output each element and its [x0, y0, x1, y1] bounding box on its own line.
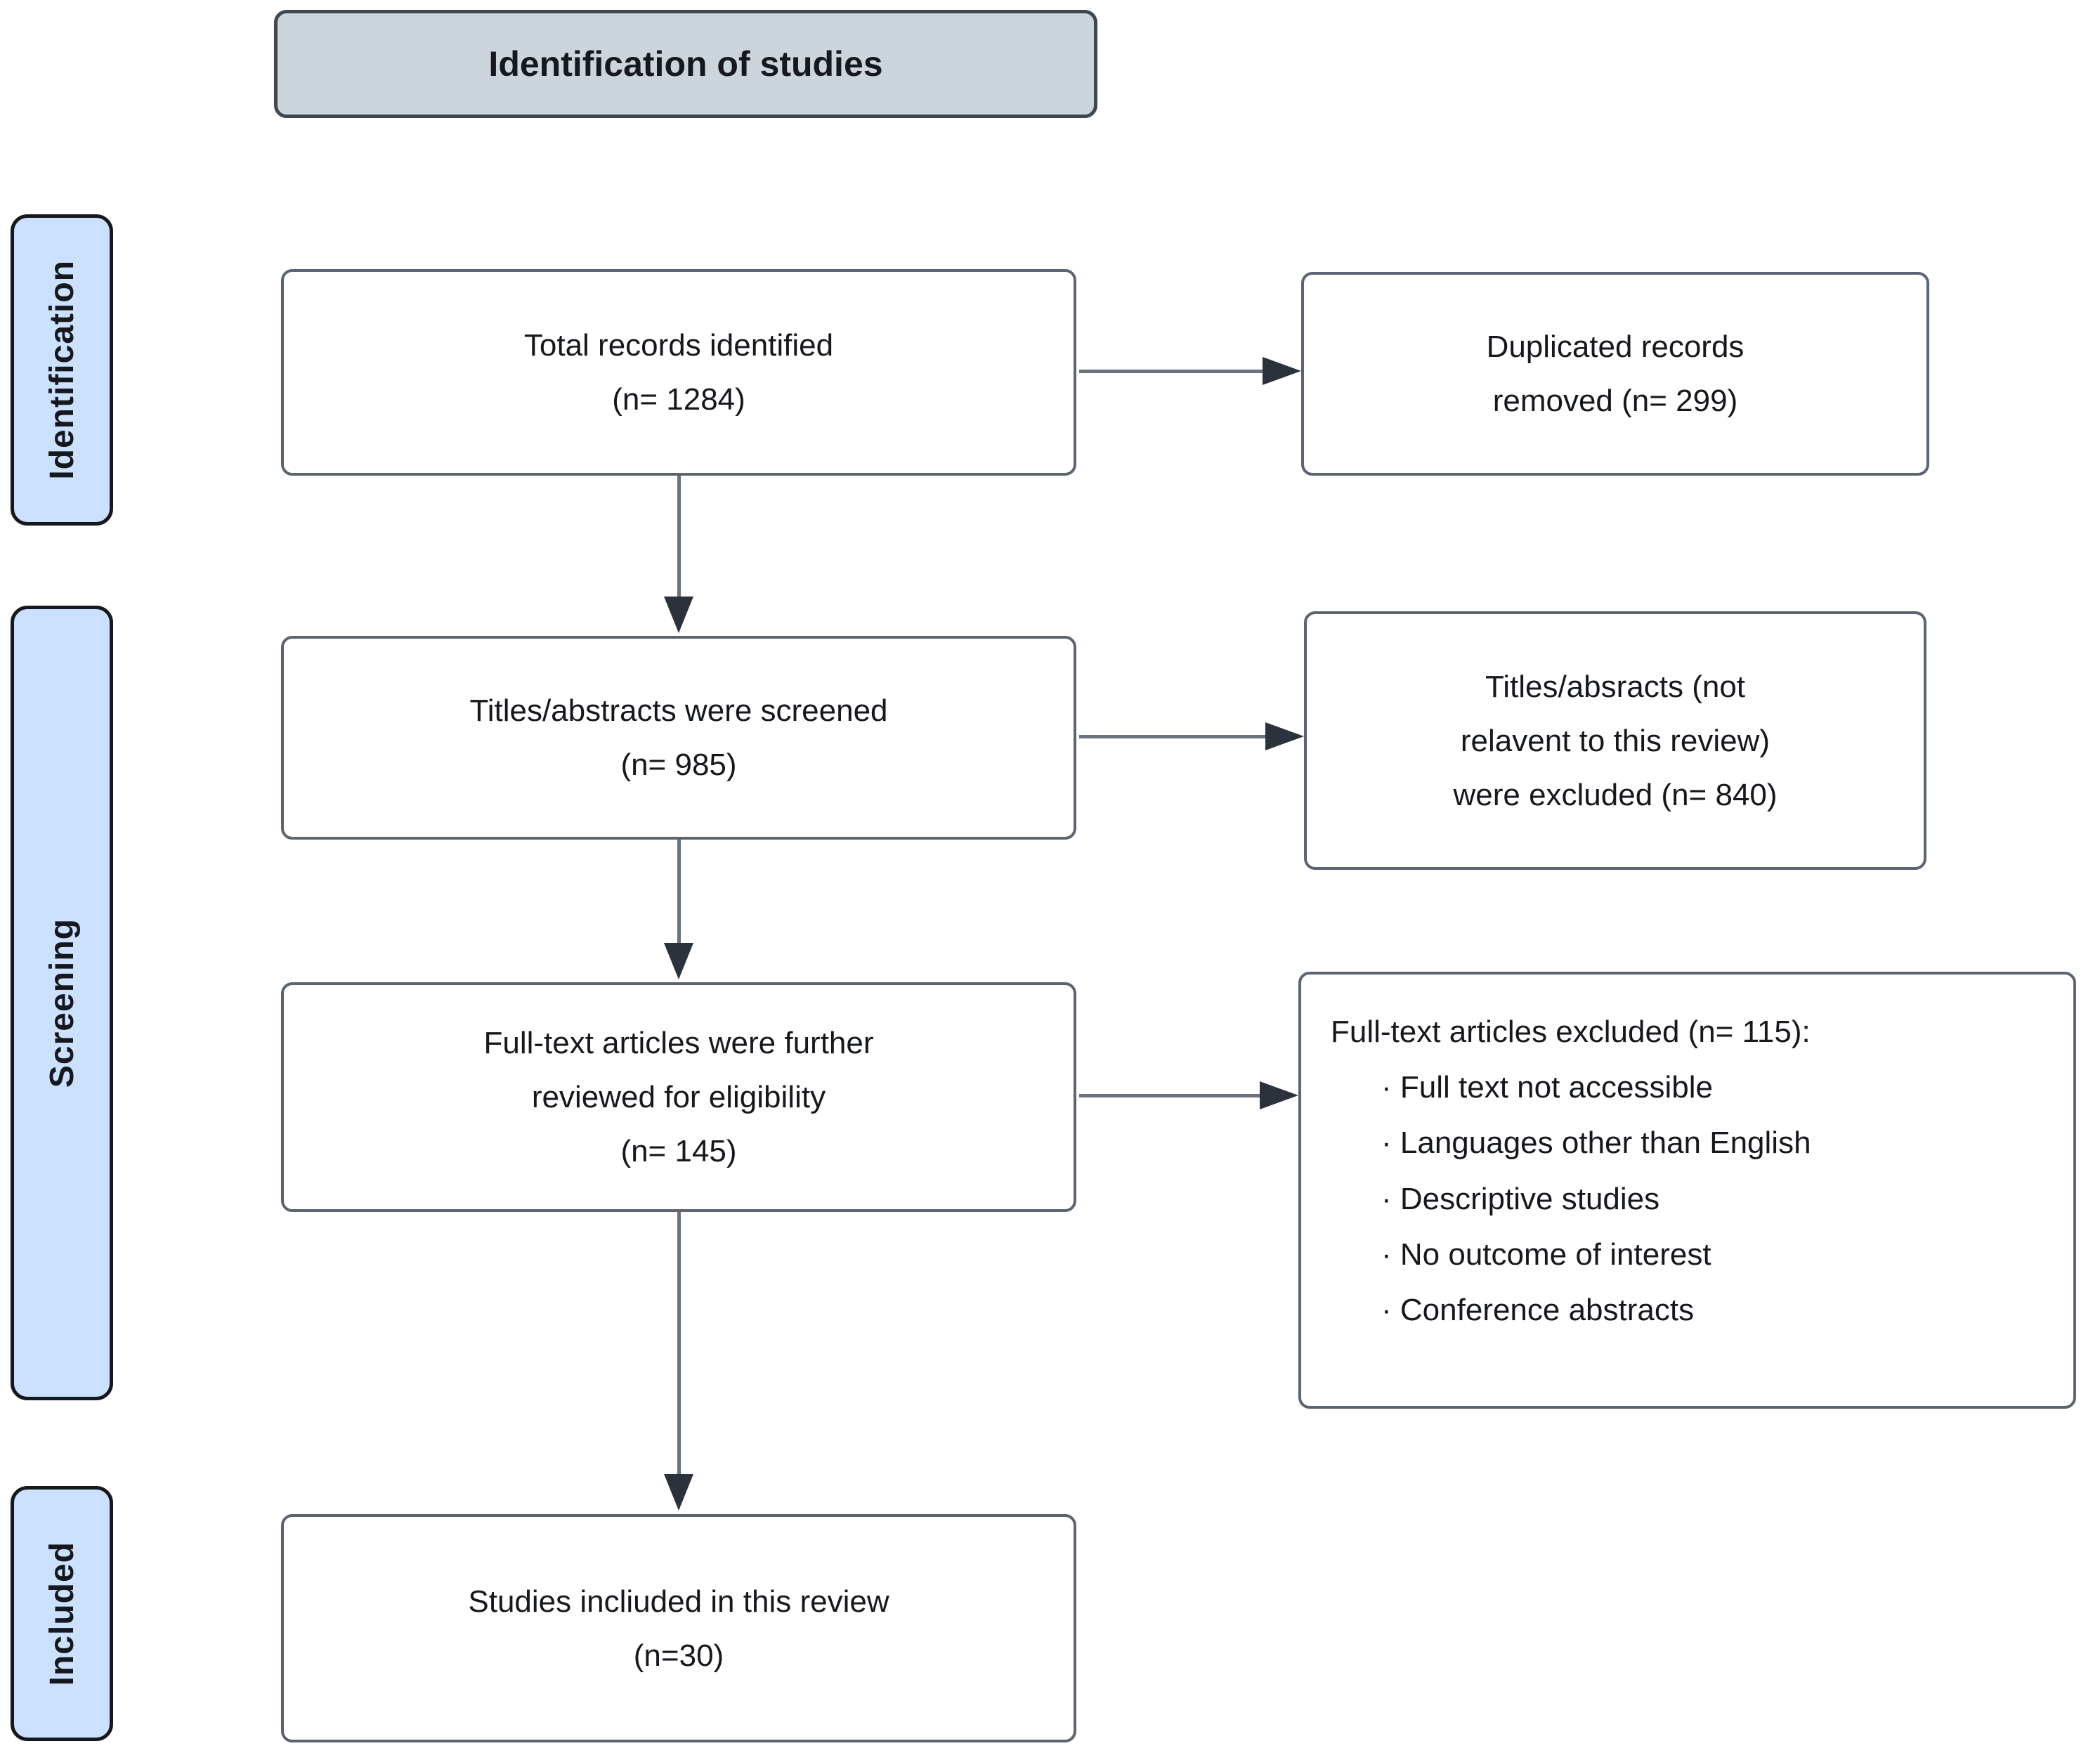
box-duplicates-removed-text: Duplicated records removed (n= 299): [1486, 330, 1744, 418]
box-titles-screened: Titles/abstracts were screened (n= 985): [281, 636, 1076, 840]
arrow-shaft: [1079, 1094, 1263, 1097]
box-studies-included: Studies incliuded in this review (n=30): [281, 1514, 1076, 1742]
fulltext-excluded-item: · Full text not accessible: [1381, 1070, 1713, 1105]
stage-label-screening-text: Screening: [43, 918, 81, 1088]
arrow-shaft: [677, 476, 681, 599]
arrow-shaft: [677, 840, 681, 945]
fulltext-excluded-item: · Languages other than English: [1381, 1126, 1811, 1161]
stage-label-included: Included: [11, 1486, 113, 1741]
box-studies-included-text: Studies incliuded in this review (n=30): [468, 1584, 889, 1673]
arrowhead-right-icon: [1263, 357, 1301, 385]
arrow-shaft: [1079, 370, 1266, 373]
arrowhead-down-icon: [664, 597, 693, 633]
box-total-records: Total records identified (n= 1284): [281, 269, 1076, 476]
arrow-shaft: [1079, 735, 1269, 738]
stage-label-identification: Identification: [11, 214, 113, 526]
arrowhead-down-icon: [664, 943, 693, 979]
diagram-title-box: Identification of studies: [274, 10, 1097, 118]
fulltext-excluded-item: · Conference abstracts: [1381, 1292, 1695, 1327]
arrowhead-right-icon: [1265, 722, 1304, 750]
stage-label-identification-text: Identification: [43, 260, 81, 480]
diagram-title: Identification of studies: [488, 44, 883, 84]
box-fulltext-reviewed: Full-text articles were further reviewed…: [281, 982, 1076, 1212]
box-titles-screened-text: Titles/abstracts were screened (n= 985): [469, 693, 888, 782]
box-fulltext-reviewed-text: Full-text articles were further reviewed…: [483, 1026, 874, 1168]
box-fulltext-excluded: Full-text articles excluded (n= 115): · …: [1298, 972, 2076, 1409]
stage-label-included-text: Included: [43, 1541, 81, 1686]
arrowhead-down-icon: [664, 1474, 693, 1511]
fulltext-excluded-item: · No outcome of interest: [1381, 1237, 1711, 1272]
arrowhead-right-icon: [1260, 1081, 1298, 1109]
stage-label-screening: Screening: [11, 606, 113, 1400]
box-titles-excluded: Titles/absracts (not relavent to this re…: [1304, 611, 1926, 870]
box-titles-excluded-text: Titles/absracts (not relavent to this re…: [1453, 669, 1778, 812]
box-total-records-text: Total records identified (n= 1284): [523, 328, 834, 417]
box-duplicates-removed: Duplicated records removed (n= 299): [1301, 272, 1929, 476]
fulltext-excluded-heading: Full-text articles excluded (n= 115):: [1331, 1015, 1811, 1049]
box-fulltext-excluded-content: Full-text articles excluded (n= 115): · …: [1301, 975, 1832, 1338]
fulltext-excluded-item: · Descriptive studies: [1381, 1181, 1660, 1216]
arrow-shaft: [677, 1212, 681, 1476]
